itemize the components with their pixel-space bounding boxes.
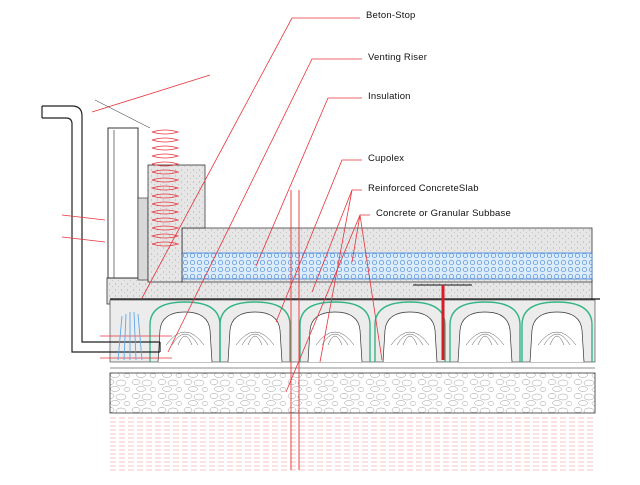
label-beton-stop: Beton-Stop xyxy=(366,10,416,21)
label-cupolex: Cupolex xyxy=(368,153,405,164)
coil xyxy=(151,217,180,223)
coil xyxy=(151,129,180,135)
coil xyxy=(151,137,180,143)
insulation-layer xyxy=(181,252,593,280)
coil xyxy=(151,201,180,207)
coil xyxy=(151,193,180,199)
coil xyxy=(151,145,180,151)
gravel-subbase xyxy=(109,372,596,414)
venting-riser-pipe xyxy=(42,105,160,343)
cupolex-domes xyxy=(149,301,593,363)
wall-insulation-coils xyxy=(151,129,180,247)
leader-subbase-3 xyxy=(359,214,383,361)
coil xyxy=(151,225,180,231)
leader-insulation xyxy=(255,97,362,267)
leader-lines xyxy=(141,17,383,393)
coil xyxy=(151,209,180,215)
cupolex-dome xyxy=(219,301,291,363)
coil xyxy=(151,177,180,183)
cupolex-dome xyxy=(521,301,593,363)
cupolex-dome xyxy=(374,301,446,363)
label-subbase: Concrete or Granular Subbase xyxy=(376,208,511,219)
cupolex-dome xyxy=(149,301,221,363)
coil xyxy=(151,169,180,175)
coil xyxy=(151,233,180,239)
leader-cupolex xyxy=(275,159,362,323)
coil xyxy=(151,161,180,167)
leader-reinforced-slab-2 xyxy=(319,189,353,363)
soil-hatch xyxy=(110,417,595,471)
cupolex-dome xyxy=(299,301,371,363)
label-reinforced-slab: Reinforced ConcreteSlab xyxy=(368,183,479,194)
leader-subbase-2 xyxy=(351,214,361,263)
coil xyxy=(151,153,180,159)
leader-beton-stop xyxy=(141,17,360,299)
leader-venting-riser xyxy=(167,58,362,353)
label-venting-riser: Venting Riser xyxy=(368,52,428,63)
label-insulation: Insulation xyxy=(368,91,411,102)
vent-lines xyxy=(117,311,143,361)
coil xyxy=(151,185,180,191)
coil xyxy=(151,241,180,247)
cupolex-dome xyxy=(449,301,521,363)
